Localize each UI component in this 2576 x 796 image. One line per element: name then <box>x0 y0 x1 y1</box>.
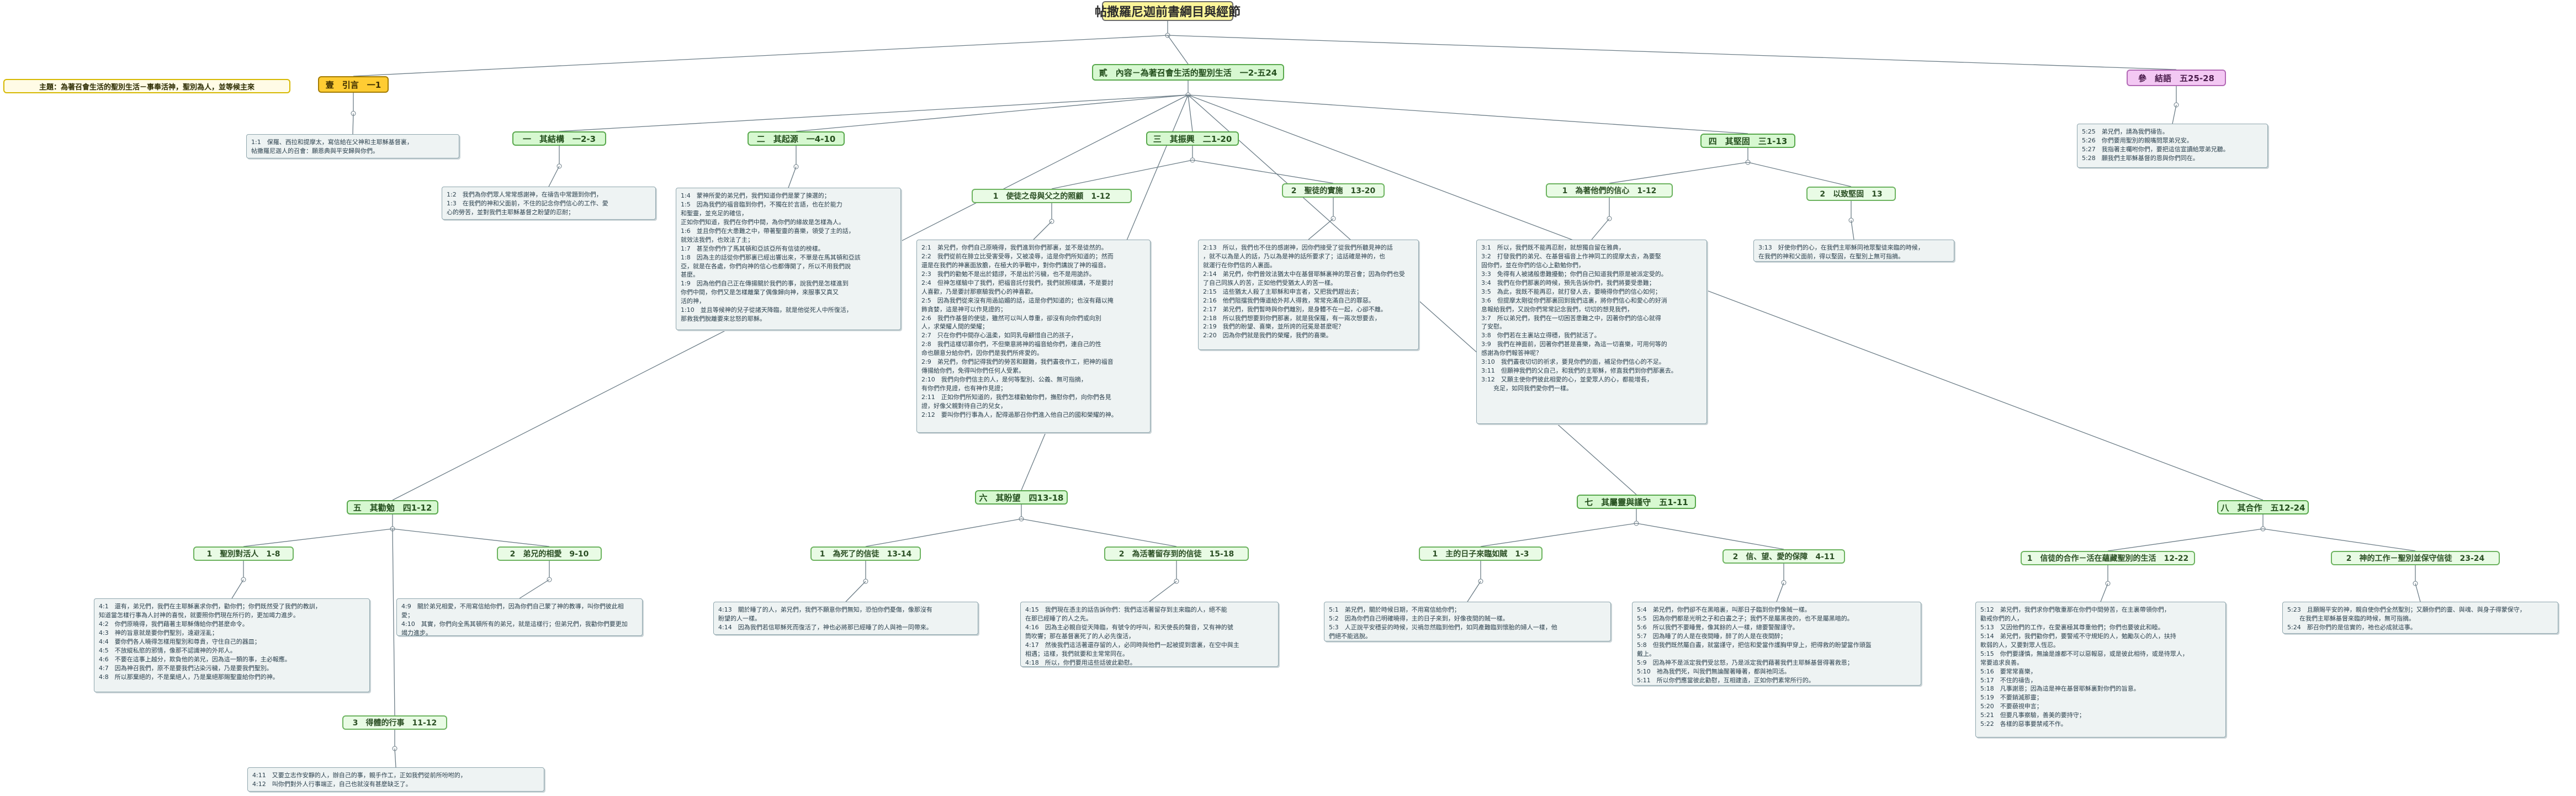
sub-spirit-faith-to-note-spirit-faith <box>1776 582 1784 602</box>
section-spiritual[interactable]: 七 其屬靈與謹守 五1-11 <box>1577 495 1696 509</box>
note-conclusion: 5:25 弟兄們，請為我們禱告。 5:26 你們要用聖別的親嘴問眾弟兄安。 5:… <box>2077 124 2268 168</box>
note-spirit-faith: 5:4 弟兄們，你們卻不在黑暗裏，叫那日子臨到你們像賊一樣。 5:5 因為你們都… <box>1632 602 1921 686</box>
body-node-to-section-structure <box>559 94 1189 132</box>
root-title-to-intro-node <box>353 35 1168 77</box>
note-spirit-day: 5:1 弟兄們，關於時候日期，不用寫信給你們； 5:2 因為你們自己明確曉得，主… <box>1324 602 1611 641</box>
note-exhort-love: 4:9 關於弟兄相愛，不用寫信給你們，因為你們自己蒙了神的教導，叫你們彼此相 愛… <box>396 598 643 636</box>
section-structure[interactable]: 一 其結構 一2-3 <box>512 131 606 146</box>
sub-revival-care-to-note-revival-care <box>1033 221 1052 240</box>
sub-spirit-day[interactable]: 1 主的日子來臨如賊 1-3 <box>1419 546 1543 561</box>
note-origin: 1:4 蒙神所愛的弟兄們，我們知道你們是蒙了揀選的； 1:5 因為我們的福音臨到… <box>676 188 901 330</box>
section-hope-to-sub-hope-living <box>1021 518 1177 547</box>
section-establish-to-sub-establish-faith <box>1609 162 1748 184</box>
sub-coop-believers[interactable]: 1 信徒的合作－活在蘊藏聖別的生活 12-22 <box>2021 551 2195 565</box>
section-establish-to-sub-establish-firm <box>1747 162 1852 187</box>
section-establish[interactable]: 四 其堅固 三1-13 <box>1700 134 1795 148</box>
section-origin[interactable]: 二 其起源 一4-10 <box>748 131 845 146</box>
sub-hope-living[interactable]: 2 為活著留存到的信徒 15-18 <box>1104 546 1249 561</box>
sub-exhort-love-to-note-exhort-love <box>519 579 550 599</box>
section-revival[interactable]: 三 其振興 二1-20 <box>1146 131 1239 146</box>
section-cooperation-to-sub-coop-god <box>2262 528 2416 551</box>
note-exhort-holy: 4:1 還有，弟兄們，我們在主耶穌裏求你們，勸你們；你們既然受了我們的教訓， 知… <box>94 598 370 692</box>
note-revival-care: 2:1 弟兄們，你們自己原曉得，我們進到你們那裏，並不是徒然的。 2:2 我們從… <box>916 240 1151 433</box>
body-node[interactable]: 貳 內容－為著召會生活的聖別生活 一2-五24 <box>1092 64 1284 81</box>
section-cooperation-to-sub-coop-believers <box>2107 528 2264 551</box>
section-exhortation-to-sub-exhort-love <box>392 528 550 547</box>
root-title-to-conclusion-node <box>1167 35 2177 70</box>
sub-coop-god-to-note-coop-god <box>2415 583 2421 602</box>
body-node-to-section-cooperation <box>1188 94 2264 501</box>
sub-establish-faith[interactable]: 1 為著他們的信心 1-12 <box>1546 183 1673 198</box>
note-coop-god: 5:23 且願賜平安的神，親自使你們全然聖別；又願你們的靈、與魂、與身子得蒙保守… <box>2282 602 2558 634</box>
section-exhortation[interactable]: 五 其勸勉 四1-12 <box>347 500 438 514</box>
sub-establish-firm-to-note-establish-firm <box>1851 220 1854 240</box>
section-spiritual-to-sub-spirit-day <box>1480 523 1637 547</box>
sub-exhort-walk[interactable]: 3 得體的行事 11-12 <box>342 715 447 730</box>
note-establish-faith: 3:1 所以，我們既不能再忍耐，就想獨自留在雅典， 3:2 打發我們的弟兄、在基… <box>1476 240 1707 424</box>
sub-revival-saints[interactable]: 2 聖徒的實施 13-20 <box>1282 183 1385 198</box>
sub-spirit-faith[interactable]: 2 信、望、愛的保障 4-11 <box>1722 549 1845 564</box>
root-title-to-body-node <box>1167 35 1189 65</box>
sub-exhort-love[interactable]: 2 弟兄的相愛 9-10 <box>497 546 602 561</box>
sub-coop-god[interactable]: 2 神的工作－聖別並保守信徒 23-24 <box>2331 551 2500 565</box>
section-hope[interactable]: 六 其盼望 四13-18 <box>975 490 1068 505</box>
note-hope-dead: 4:13 關於睡了的人，弟兄們，我們不願意你們無知，恐怕你們憂傷，像那沒有 盼望… <box>713 602 978 635</box>
note-revival-saints: 2:13 所以，我們也不住的感謝神，因你們接受了從我們所聽見神的話 ，就不以為是… <box>1198 240 1419 350</box>
body-node-to-section-revival <box>1188 94 1193 132</box>
section-hope-to-sub-hope-dead <box>865 518 1022 547</box>
note-intro: 1:1 保羅、西拉和提摩太，寫信給在父神和主耶穌基督裏， 帖撒羅尼迦人的召會：願… <box>246 134 459 158</box>
sub-revival-care[interactable]: 1 使徒之母與父之的照顧 1-12 <box>972 189 1132 203</box>
note-hope-living: 4:15 我們現在憑主的話告訴你們：我們這活著留存到主來臨的人，絕不能 在那已經… <box>1020 602 1279 667</box>
section-structure-to-note-structure <box>548 166 560 187</box>
sub-exhort-walk-to-note-exhort-walk <box>394 748 396 768</box>
section-cooperation[interactable]: 八 其合作 五12-24 <box>2217 500 2309 514</box>
section-spiritual-to-sub-spirit-faith <box>1636 523 1784 550</box>
sub-exhort-holy-to-note-exhort-holy <box>231 579 244 599</box>
section-origin-to-note-origin <box>788 166 797 188</box>
conclusion-node-to-note-conclusion <box>2172 104 2177 124</box>
sub-revival-saints-to-note-revival-saints <box>1308 218 1334 240</box>
theme-label: 主題：為著召會生活的聖別生活－事奉活神，聖別為人，並等候主來 <box>3 79 290 93</box>
sub-coop-believers-to-note-coop-believers <box>2100 583 2108 602</box>
intro-node[interactable]: 壹 引言 一1 <box>318 76 389 93</box>
body-node-to-section-origin <box>796 94 1189 132</box>
note-coop-believers: 5:12 弟兄們，我們求你們敬重那在你們中間勞苦，在主裏帶領你們， 勸戒你們的人… <box>1975 602 2226 737</box>
note-structure: 1:2 我們為你們眾人常常感謝神，在禱告中常題到你們， 1:3 在我們的神和父面… <box>442 187 656 220</box>
section-revival-to-sub-revival-saints <box>1192 160 1334 184</box>
sub-exhort-holy[interactable]: 1 聖別對活人 1-8 <box>193 546 294 561</box>
sub-establish-firm[interactable]: 2 以致堅固 13 <box>1806 187 1896 201</box>
section-exhortation-to-sub-exhort-walk <box>392 528 395 716</box>
conclusion-node[interactable]: 參 結語 五25-28 <box>2127 70 2226 86</box>
sub-spirit-day-to-note-spirit-day <box>1467 581 1481 602</box>
section-exhortation-to-sub-exhort-holy <box>243 528 393 547</box>
body-node-to-section-establish <box>1188 94 1748 134</box>
note-exhort-walk: 4:11 又要立志作安靜的人，辦自己的事，親手作工，正如我們從前所吩咐的， 4:… <box>247 767 544 792</box>
sub-hope-living-to-note-hope-living <box>1149 581 1177 602</box>
section-revival-to-sub-revival-care <box>1051 160 1193 189</box>
note-establish-firm: 3:13 好使你們的心，在我們主耶穌同祂眾聖徒來臨的時候， 在我們的神和父面前，… <box>1753 240 1954 262</box>
sub-hope-dead[interactable]: 1 為死了的信徒 13-14 <box>810 546 921 561</box>
root-title[interactable]: 帖撒羅尼迦前書綱目與經節 <box>1095 1 1241 21</box>
sub-establish-faith-to-note-establish-faith <box>1591 218 1610 240</box>
sub-hope-dead-to-note-hope-dead <box>845 581 866 602</box>
